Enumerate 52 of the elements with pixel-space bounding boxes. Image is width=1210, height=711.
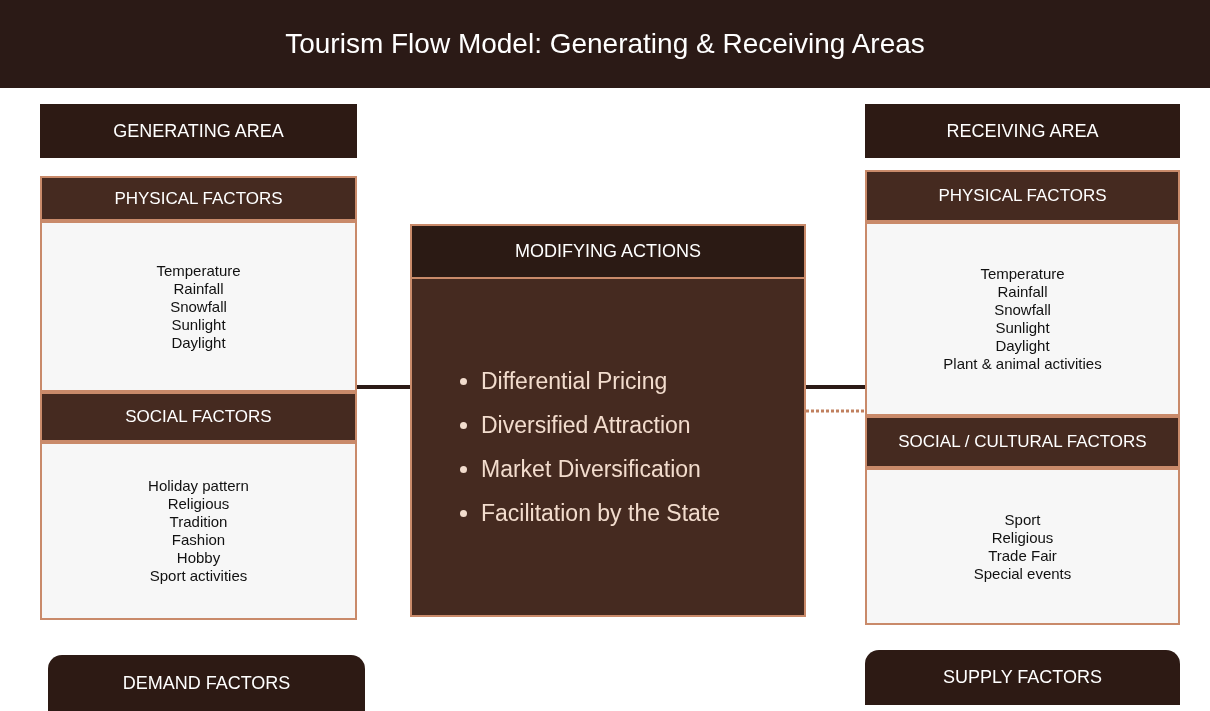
factor-item: Holiday pattern <box>148 477 249 495</box>
actions-box <box>410 279 806 617</box>
factor-item: Sunlight <box>171 315 226 334</box>
header-label: MODIFYING ACTIONS <box>515 240 701 263</box>
factor-list-box <box>40 442 357 620</box>
header-label: GENERATING AREA <box>113 119 284 143</box>
header-label: SOCIAL FACTORS <box>125 406 272 429</box>
header-label: DEMAND FACTORS <box>122 671 291 695</box>
section-header <box>40 392 357 442</box>
factor-item: Sport activities <box>149 567 248 585</box>
factor-item: Religious <box>167 495 230 513</box>
factor-box <box>865 650 1180 705</box>
section-header <box>865 416 1180 468</box>
factor-item: Temperature <box>156 261 241 280</box>
header-label: PHYSICAL FACTORS <box>114 187 283 210</box>
factor-list-box <box>865 222 1180 416</box>
area-header <box>40 104 357 158</box>
factor-item: Plant & animal activities <box>943 355 1102 373</box>
action-item: Market Diversification <box>481 455 701 484</box>
header-label: SOCIAL / CULTURAL FACTORS <box>898 431 1147 454</box>
factor-list-box <box>40 221 357 392</box>
title-bar: Tourism Flow Model: Generating & Receiving Areas <box>0 0 1210 88</box>
factor-item: Special events <box>973 564 1072 583</box>
factor-item: Trade Fair <box>988 546 1057 565</box>
header-box <box>410 224 806 279</box>
factor-item: Temperature <box>980 265 1065 283</box>
section-header <box>40 176 357 221</box>
factor-box <box>48 655 365 711</box>
connector-line <box>357 385 410 389</box>
factor-item: Fashion <box>171 531 226 549</box>
factor-item: Sunlight <box>995 319 1050 337</box>
factor-item: Rainfall <box>997 283 1048 301</box>
action-item: Diversified Attraction <box>481 411 691 440</box>
connector-line <box>806 409 865 413</box>
connector-line <box>806 385 865 389</box>
header-label: PHYSICAL FACTORS <box>938 185 1107 208</box>
section-header <box>865 170 1180 222</box>
action-item: Differential Pricing <box>481 367 668 396</box>
header-label: SUPPLY FACTORS <box>942 666 1103 689</box>
area-header <box>865 104 1180 158</box>
factor-item: Snowfall <box>170 297 227 316</box>
factor-item: Rainfall <box>173 279 224 298</box>
factor-item: Snowfall <box>994 301 1051 319</box>
action-item: Facilitation by the State <box>481 499 721 528</box>
factor-item: Daylight <box>995 337 1050 355</box>
factor-list-box <box>865 468 1180 625</box>
factor-item: Hobby <box>176 549 221 567</box>
factor-item: Tradition <box>169 513 228 531</box>
factor-item: Daylight <box>171 333 226 352</box>
header-label: RECEIVING AREA <box>946 119 1099 143</box>
factor-item: Sport <box>1004 510 1041 529</box>
factor-item: Religious <box>991 528 1054 547</box>
